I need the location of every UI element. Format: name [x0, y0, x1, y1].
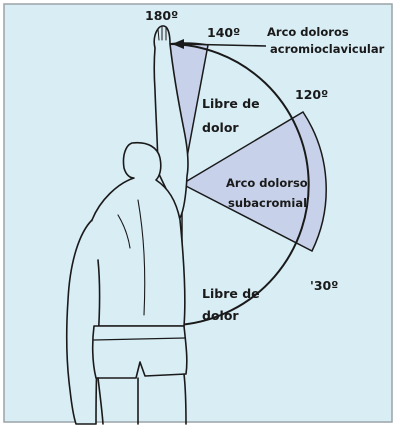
angle-180-label: 180º	[145, 8, 178, 23]
free-lower-label-line2: dolor	[202, 308, 239, 323]
angle-120-label: 120º	[295, 87, 328, 102]
acromioclavicular-label-line2: acromioclavicular	[270, 42, 385, 56]
free-upper-label-line1: Libre de	[202, 96, 260, 111]
acromioclavicular-label-line1: Arco doloros	[267, 25, 349, 39]
free-upper-label-line2: dolor	[202, 120, 239, 135]
subacromial-label-line1: Arco dolorso	[226, 176, 308, 190]
free-lower-label-line1: Libre de	[202, 286, 260, 301]
angle-30-label: '30º	[310, 278, 338, 293]
angle-140-label: 140º	[207, 25, 240, 40]
subacromial-label-line2: subacromial	[228, 196, 307, 210]
